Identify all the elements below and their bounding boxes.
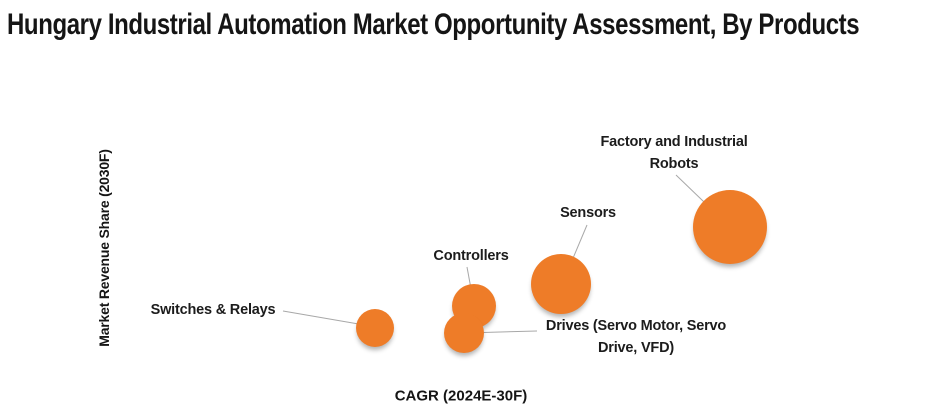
- label-factory-robots: Factory and Industrial Robots: [600, 131, 747, 175]
- bubble-switches-relays: [356, 309, 394, 347]
- label-factory-robots-line2: Robots: [649, 156, 699, 172]
- label-switches-relays: Switches & Relays: [150, 302, 276, 318]
- label-drives-line1: Drives (Servo Motor, Servo: [545, 318, 727, 334]
- label-drives-line2: Drive, VFD): [598, 340, 674, 356]
- bubble-drives: [444, 313, 484, 353]
- label-drives: Drives (Servo Motor, Servo Drive, VFD): [546, 315, 726, 359]
- y-axis-title: Market Revenue Share (2030F): [96, 149, 112, 347]
- chart-title: Hungary Industrial Automation Market Opp…: [7, 8, 860, 41]
- label-sensors: Sensors: [560, 205, 616, 221]
- x-axis-title: CAGR (2024E-30F): [394, 387, 528, 405]
- bubble-sensors: [531, 254, 591, 314]
- bubble-factory-robots: [693, 190, 767, 264]
- label-controllers: Controllers: [433, 248, 509, 264]
- label-factory-robots-line1: Factory and Industrial: [600, 134, 748, 150]
